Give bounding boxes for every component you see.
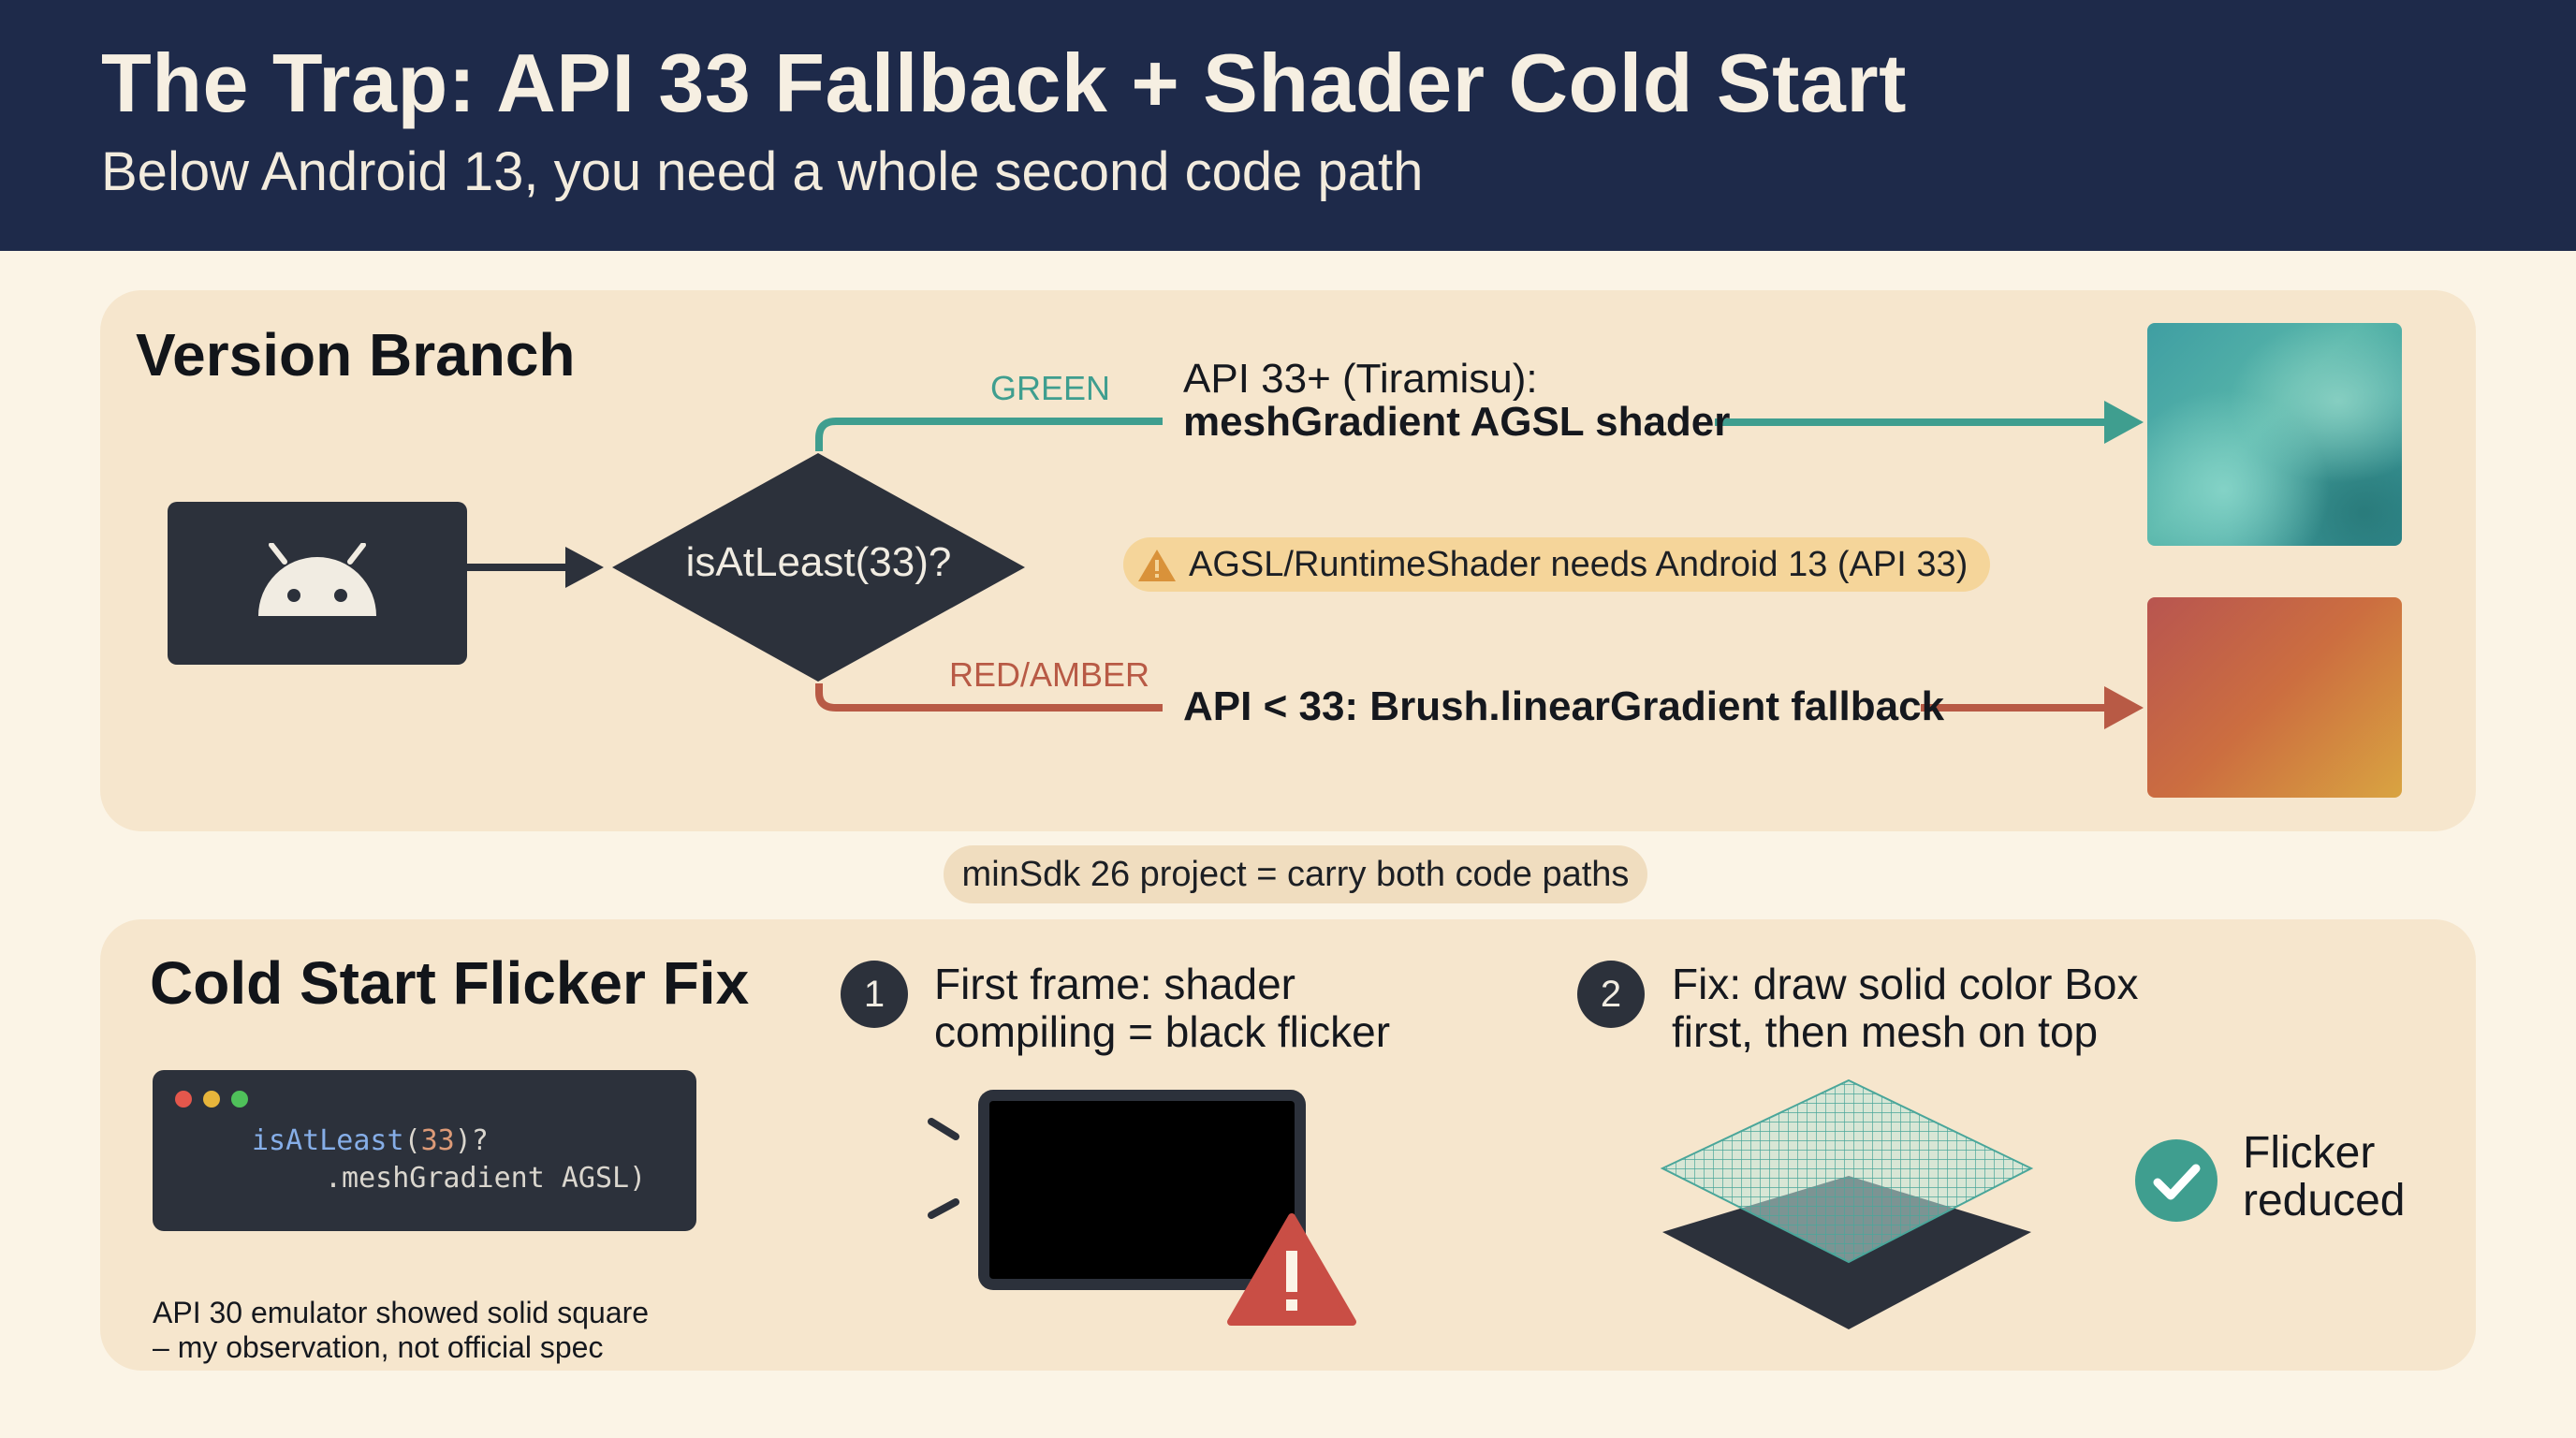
linear-gradient-swatch (2147, 597, 2402, 798)
minsdk-note-pill: minSdk 26 project = carry both code path… (944, 845, 1647, 903)
page-subtitle: Below Android 13, you need a whole secon… (101, 141, 1424, 202)
android-icon (258, 543, 376, 616)
window-dot-green (231, 1091, 248, 1108)
api-warning-pill: AGSL/RuntimeShader needs Android 13 (API… (1123, 537, 1990, 592)
code-fn: isAtLeast (252, 1124, 404, 1157)
code-snippet: isAtLeast(33)? .meshGradient AGSL) (153, 1070, 696, 1231)
android-device-box (168, 502, 467, 665)
green-arrow-head (2104, 401, 2144, 444)
code-number: 33 (420, 1124, 455, 1157)
cold-start-title: Cold Start Flicker Fix (150, 949, 750, 1017)
red-branch-tag: RED/AMBER (949, 655, 1150, 694)
alert-triangle-icon (1227, 1213, 1356, 1326)
code-line-2: .meshGradient AGSL) (325, 1162, 647, 1195)
step-1-badge: 1 (841, 961, 908, 1028)
decision-diamond (612, 453, 1025, 682)
header-banner: The Trap: API 33 Fallback + Shader Cold … (0, 0, 2576, 251)
step-2-text: Fix: draw solid color Box first, then me… (1672, 961, 2139, 1056)
green-branch-line (815, 418, 1163, 451)
decision-label: isAtLeast(33)? (685, 539, 952, 585)
green-branch-text-line1: API 33+ (Tiramisu): (1183, 356, 1538, 402)
version-branch-title: Version Branch (136, 321, 576, 389)
observation-note-line2: – my observation, not official spec (153, 1330, 604, 1364)
step-2-badge: 2 (1577, 961, 1645, 1028)
green-branch-tag: GREEN (990, 369, 1111, 407)
green-branch-text-line2: meshGradient AGSL shader (1183, 399, 1731, 445)
observation-note: API 30 emulator showed solid square – my… (153, 1296, 649, 1365)
window-dot-red (175, 1091, 192, 1108)
observation-note-line1: API 30 emulator showed solid square (153, 1296, 650, 1329)
red-branch-line (815, 683, 1163, 712)
code-line-1: isAtLeast(33)? (252, 1124, 489, 1157)
red-branch-text: API < 33: Brush.linearGradient fallback (1183, 683, 1945, 729)
warning-icon (1138, 550, 1176, 581)
layered-mesh-icon (1660, 1078, 2034, 1329)
step-1-line2: compiling = black flicker (934, 1007, 1391, 1056)
page-title: The Trap: API 33 Fallback + Shader Cold … (101, 37, 1907, 129)
result-label: Flicker reduced (2243, 1129, 2405, 1225)
step-2-line1: Fix: draw solid color Box (1672, 960, 2139, 1008)
window-dot-yellow (203, 1091, 220, 1108)
api-warning-text: AGSL/RuntimeShader needs Android 13 (API… (1189, 545, 1969, 584)
minsdk-note-text: minSdk 26 project = carry both code path… (961, 855, 1630, 894)
arrow-head-decision (565, 547, 604, 588)
black-screen-icon (928, 1090, 1356, 1326)
code-close: )? (454, 1124, 489, 1157)
result-line1: Flicker (2243, 1128, 2376, 1178)
code-open-paren: ( (403, 1124, 421, 1157)
step-1-line1: First frame: shader (934, 960, 1295, 1008)
result-line2: reduced (2243, 1176, 2406, 1225)
step-1-text: First frame: shader compiling = black fl… (934, 961, 1390, 1056)
red-arrow-head (2104, 686, 2144, 729)
mesh-gradient-swatch (2147, 323, 2402, 546)
check-circle-icon (2135, 1139, 2217, 1222)
step-2-line2: first, then mesh on top (1672, 1007, 2099, 1056)
